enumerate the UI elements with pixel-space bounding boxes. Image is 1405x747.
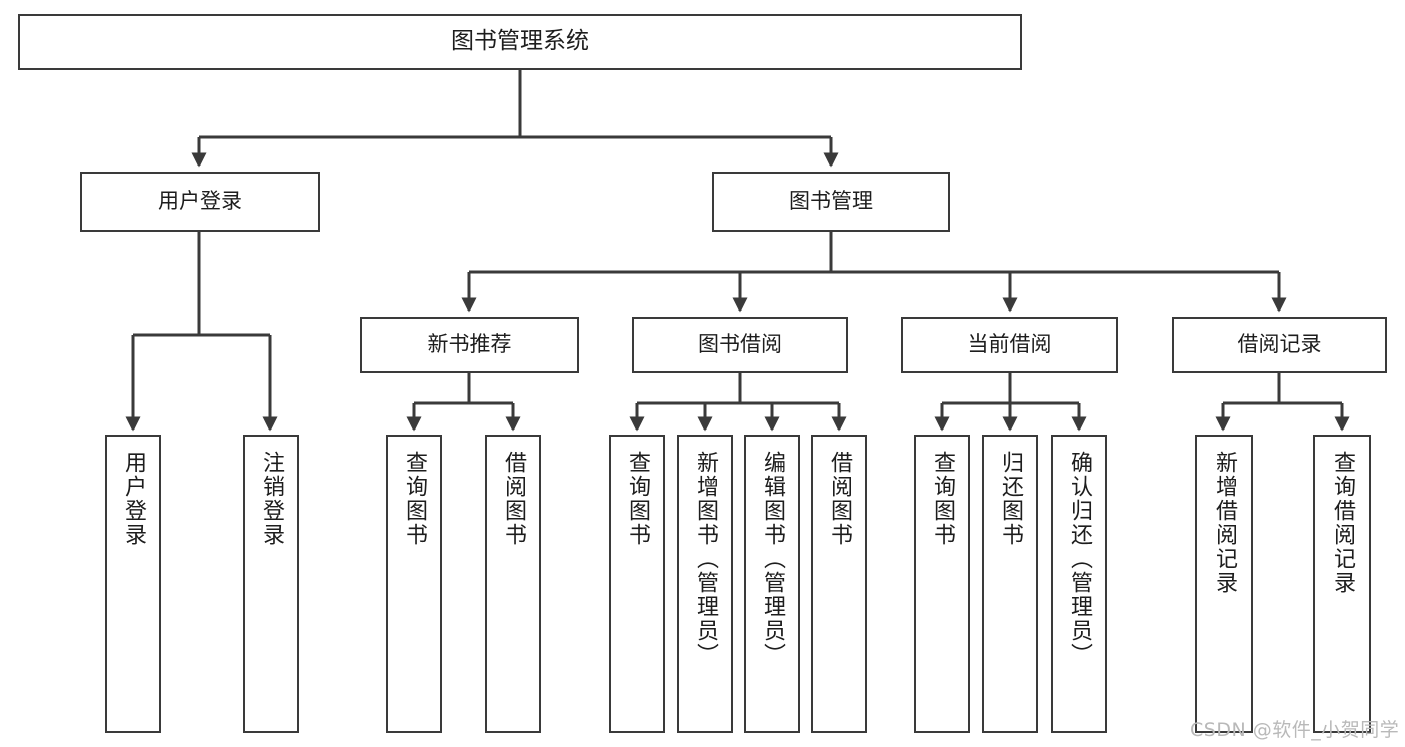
- leaf-return-book[interactable]: 归还图书: [982, 435, 1038, 733]
- leaf-add-borrow-record[interactable]: 新增借阅记录: [1195, 435, 1253, 733]
- leaf-confirm-return-admin[interactable]: 确认归还（管理员）: [1051, 435, 1107, 733]
- leaf-query-book-new[interactable]: 查询图书: [386, 435, 442, 733]
- node-label: 用户登录: [121, 451, 146, 547]
- node-label: 用户登录: [158, 189, 242, 214]
- node-label: 新书推荐: [427, 332, 512, 357]
- node-user-login[interactable]: 用户登录: [80, 172, 320, 232]
- csdn-watermark: CSDN @软件_小贺同学: [1190, 719, 1400, 741]
- node-label: 归还图书: [998, 451, 1023, 547]
- node-label: 查询图书: [402, 451, 427, 547]
- leaf-query-book-current[interactable]: 查询图书: [914, 435, 970, 733]
- node-label: 图书借阅: [698, 332, 782, 357]
- node-book-management[interactable]: 图书管理: [712, 172, 950, 232]
- leaf-query-book-borrow[interactable]: 查询图书: [609, 435, 665, 733]
- leaf-borrow-book[interactable]: 借阅图书: [811, 435, 867, 733]
- node-root-system[interactable]: 图书管理系统: [18, 14, 1022, 70]
- node-new-book-recommend[interactable]: 新书推荐: [360, 317, 579, 373]
- node-label: 查询图书: [930, 451, 955, 547]
- node-label: 图书管理系统: [451, 28, 589, 55]
- node-label: 借阅记录: [1237, 332, 1322, 357]
- node-label: 注销登录: [259, 451, 284, 547]
- node-current-borrow[interactable]: 当前借阅: [901, 317, 1118, 373]
- leaf-edit-book-admin[interactable]: 编辑图书（管理员）: [744, 435, 800, 733]
- node-label: 借阅图书: [501, 451, 526, 547]
- leaf-add-book-admin[interactable]: 新增图书（管理员）: [677, 435, 733, 733]
- leaf-query-borrow-record[interactable]: 查询借阅记录: [1313, 435, 1371, 733]
- node-label: 编辑图书（管理员）: [760, 451, 785, 667]
- leaf-user-logout[interactable]: 注销登录: [243, 435, 299, 733]
- node-label: 新增图书（管理员）: [693, 451, 718, 667]
- node-label: 确认归还（管理员）: [1067, 451, 1092, 667]
- node-label: 当前借阅: [967, 332, 1052, 357]
- node-borrow-record[interactable]: 借阅记录: [1172, 317, 1387, 373]
- leaf-borrow-book-new[interactable]: 借阅图书: [485, 435, 541, 733]
- node-label: 借阅图书: [827, 451, 852, 547]
- node-label: 查询借阅记录: [1330, 451, 1355, 595]
- node-label: 新增借阅记录: [1212, 451, 1237, 595]
- node-label: 图书管理: [789, 189, 873, 214]
- node-book-borrow[interactable]: 图书借阅: [632, 317, 848, 373]
- node-label: 查询图书: [625, 451, 650, 547]
- leaf-user-login[interactable]: 用户登录: [105, 435, 161, 733]
